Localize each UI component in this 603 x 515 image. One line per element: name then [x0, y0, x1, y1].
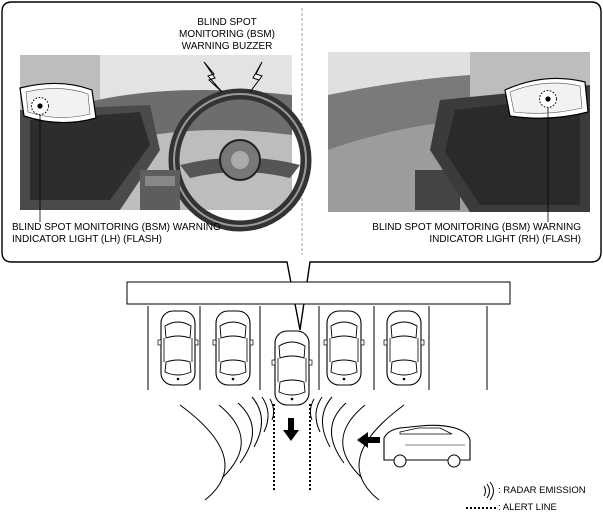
lh-indicator-label-line: INDICATOR LIGHT (LH) (FLASH): [12, 234, 163, 245]
legend-radar-emission-text: : RADAR EMISSION: [498, 485, 586, 496]
buzzer-label-line: BLIND SPOT: [197, 17, 257, 28]
rh-indicator-label-line: BLIND SPOT MONITORING (BSM) WARNING: [372, 222, 581, 233]
lh-indicator-label-line: BLIND SPOT MONITORING (BSM) WARNING: [12, 222, 221, 233]
left-interior-view: [19, 55, 312, 232]
buzzer-label: BLIND SPOT MONITORING (BSM) WARNING BUZZ…: [152, 17, 302, 53]
right-interior-view: [328, 52, 590, 212]
radar-emission-icon: [483, 481, 494, 501]
parked-car: [157, 310, 199, 386]
own-vehicle: [271, 330, 313, 406]
warning-lightning-icon: [203, 61, 263, 93]
alert-lines: [273, 404, 311, 492]
reverse-direction-arrow: [283, 418, 299, 441]
parking-stall-lines: [147, 306, 488, 390]
radar-emission-arcs: [179, 396, 405, 501]
parking-lot-wall: [126, 281, 511, 305]
rh-indicator-label: BLIND SPOT MONITORING (BSM) WARNING INDI…: [372, 222, 581, 246]
legend-alert-line-text: : ALERT LINE: [498, 502, 557, 513]
parked-car: [212, 310, 254, 386]
approach-direction-arrow: [357, 432, 380, 448]
approaching-vehicle: [383, 424, 471, 468]
parked-car: [383, 310, 425, 386]
buzzer-label-line: MONITORING (BSM): [179, 29, 275, 40]
parked-car: [323, 310, 365, 386]
lh-indicator-label: BLIND SPOT MONITORING (BSM) WARNING INDI…: [12, 222, 221, 246]
legend-alert-line: : ALERT LINE: [498, 502, 557, 513]
rh-indicator-label-line: INDICATOR LIGHT (RH) (FLASH): [429, 234, 581, 245]
buzzer-label-line: WARNING BUZZER: [181, 41, 273, 52]
legend-radar-emission: : RADAR EMISSION: [498, 485, 586, 496]
